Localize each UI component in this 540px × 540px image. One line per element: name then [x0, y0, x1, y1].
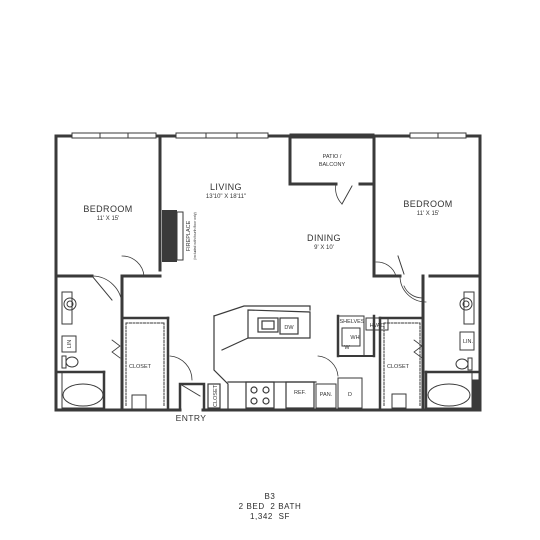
left-bedroom-walls [54, 134, 162, 412]
fireplace-label: FIREPLACE [186, 220, 192, 251]
entry-label: ENTRY [176, 413, 207, 423]
closet-entry-label: CLOSET [213, 384, 219, 407]
kitchen [169, 305, 317, 412]
left-closet [111, 316, 170, 412]
dw-label: DW [284, 325, 294, 331]
lin-left-label: LIN [67, 340, 73, 349]
right-closet [378, 316, 425, 412]
hvac-label: HVAC [370, 323, 385, 329]
door-patio [335, 183, 343, 205]
d-label: D [348, 392, 352, 398]
closet-left-label: CLOSET [129, 364, 152, 370]
patio-walls [288, 134, 376, 278]
fireplace [162, 210, 177, 262]
dining-name: DINING [307, 233, 341, 243]
bedroom-left-dims: 11' X 15' [97, 216, 120, 222]
fireplace-note: (included with fourth floor only) [193, 212, 197, 260]
ref-label: REF. [294, 390, 306, 396]
bedroom-right-name: BEDROOM [403, 199, 452, 209]
bedroom-right-dims: 11' X 15' [417, 211, 440, 217]
bedroom-left-name: BEDROOM [83, 204, 132, 214]
right-bathroom [403, 285, 482, 412]
shelves-label: SHELVES [340, 319, 365, 325]
unit-summary: B3 2 BED 2 BATH 1,342 SF [0, 492, 540, 522]
unit-name: B3 [264, 492, 276, 501]
unit-beds-baths: 2 BED 2 BATH [238, 502, 302, 511]
living-name: LIVING [210, 182, 242, 192]
windows [71, 132, 467, 139]
room-labels: BEDROOM 11' X 15' LIVING 13'10" X 18'11"… [67, 154, 474, 423]
door-bedroom-left [91, 275, 123, 307]
unit-area: 1,342 SF [249, 512, 291, 521]
door-bedroom-right [399, 275, 427, 303]
pan-label: PAN. [320, 392, 333, 398]
dining-dims: 9' X 10' [314, 245, 334, 251]
lin-right-label: LIN. [463, 339, 474, 345]
living-dims: 13'10" X 18'11" [206, 194, 246, 200]
closet-right-label: CLOSET [387, 364, 410, 370]
patio-label-2: BALCONY [319, 162, 346, 168]
w-label: W [344, 345, 350, 351]
exterior-walls [54, 134, 482, 412]
wh-label: WH [350, 335, 359, 341]
patio-label-1: PATIO / [323, 154, 342, 160]
left-bathroom [54, 291, 106, 412]
laundry-area [315, 314, 389, 409]
